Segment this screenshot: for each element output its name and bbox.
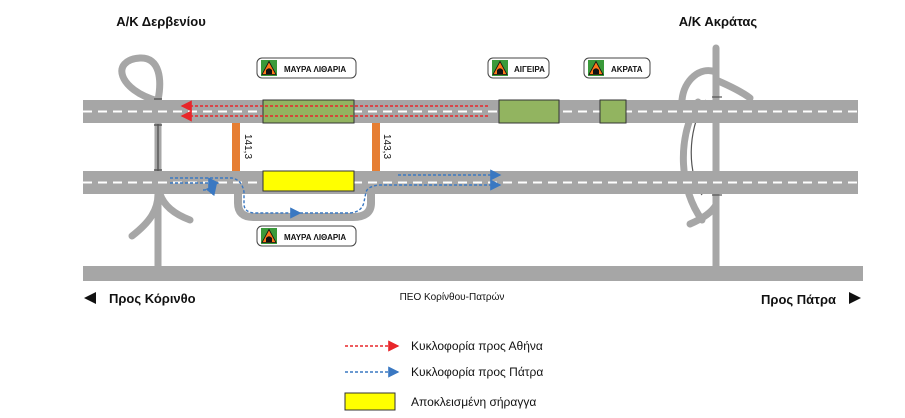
tunnel-sign-akrata-label: ΑΚΡΑΤΑ bbox=[611, 65, 643, 74]
road-top bbox=[83, 100, 858, 123]
crossover-141 bbox=[232, 123, 240, 171]
interchange-derveni bbox=[118, 54, 194, 270]
tunnel-sign-mavra-top: ΜΑΥΡΑ ΛΙΘΑΡΙΑ bbox=[256, 57, 357, 79]
bypass-road bbox=[234, 191, 375, 221]
derveni-connector bbox=[154, 98, 162, 171]
bypass-traffic-patra-2 bbox=[300, 179, 502, 214]
arrow-right-icon bbox=[849, 292, 861, 304]
tunnel-warning-icon bbox=[492, 60, 508, 76]
tunnel-warning-icon bbox=[261, 60, 277, 76]
traffic-patra-merge bbox=[202, 183, 217, 197]
interchange-akrata bbox=[678, 44, 754, 270]
interchange-akrata-label: Α/Κ Ακράτας bbox=[679, 14, 758, 29]
tunnel-sign-mavra-bottom-label: ΜΑΥΡΑ ΛΙΘΑΡΙΑ bbox=[284, 233, 346, 242]
tunnel-sign-aigeira-label: ΑΙΓΕΙΡΑ bbox=[514, 65, 545, 74]
legend-athens-label: Κυκλοφορία προς Αθήνα bbox=[411, 339, 543, 353]
legend-closed-swatch bbox=[344, 392, 396, 411]
crossover-143 bbox=[372, 123, 380, 171]
arrow-left-icon bbox=[84, 292, 96, 304]
interchange-derveni-label: Α/Κ Δερβενίου bbox=[116, 14, 206, 29]
tunnel-aigeira bbox=[498, 99, 560, 124]
old-road-label: ΠΕΟ Κορίνθου-Πατρών bbox=[400, 291, 505, 303]
legend: Κυκλοφορία προς Αθήνα Κυκλοφορία προς Πά… bbox=[344, 339, 543, 411]
direction-patra-label: Προς Πάτρα bbox=[761, 292, 836, 307]
chainage-141-label: 141,3 bbox=[242, 134, 253, 159]
old-national-road bbox=[83, 266, 863, 281]
tunnel-warning-icon bbox=[588, 60, 604, 76]
tunnel-sign-mavra-top-label: ΜΑΥΡΑ ΛΙΘΑΡΙΑ bbox=[284, 65, 346, 74]
tunnel-mavra-bottom-closed bbox=[262, 170, 355, 192]
tunnel-sign-mavra-bottom: ΜΑΥΡΑ ΛΙΘΑΡΙΑ bbox=[256, 225, 357, 247]
tunnel-sign-aigeira: ΑΙΓΕΙΡΑ bbox=[487, 57, 550, 79]
tunnel-warning-icon bbox=[261, 228, 277, 244]
tunnel-sign-akrata: ΑΚΡΑΤΑ bbox=[583, 57, 651, 79]
tunnel-akrata bbox=[599, 99, 627, 124]
legend-patra-label: Κυκλοφορία προς Πάτρα bbox=[411, 365, 543, 379]
chainage-143-label: 143,3 bbox=[381, 134, 392, 159]
tunnel-mavra-top bbox=[262, 99, 355, 124]
legend-closed-label: Αποκλεισμένη σήραγγα bbox=[411, 395, 536, 409]
direction-korinthos-label: Προς Κόρινθο bbox=[109, 291, 196, 306]
bypass-traffic-patra bbox=[170, 177, 302, 219]
